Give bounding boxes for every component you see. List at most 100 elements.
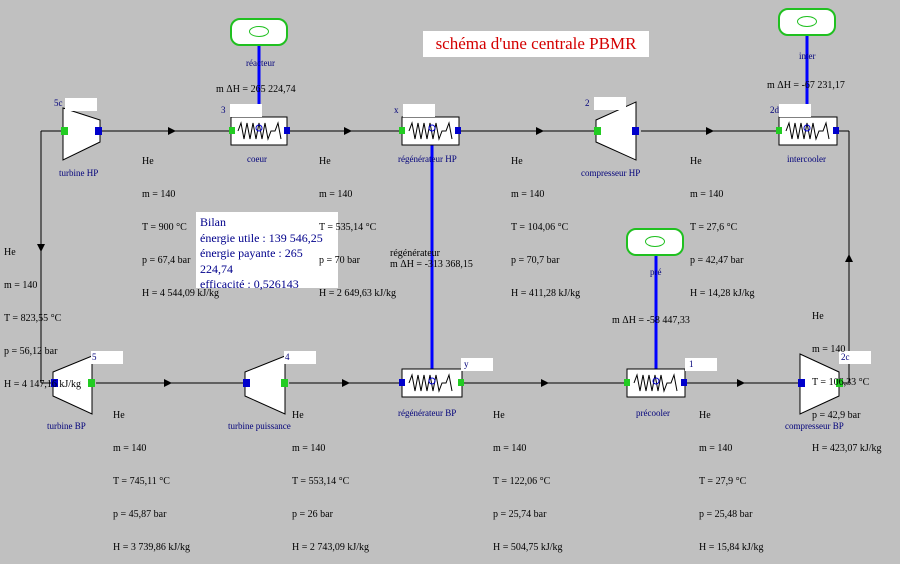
node-2: 2 (585, 98, 590, 108)
state-H: H = 4 147,16 kJ/kg (4, 379, 82, 390)
state-T: T = 823,55 °C (4, 313, 62, 324)
heat-regenerateur: m ΔH = -313 368,15 (390, 259, 473, 270)
label-pre: pré (650, 267, 662, 277)
label-compresseur-bp: compresseur BP (785, 421, 844, 431)
state-turbine-hp-out: He m = 140 T = 900 °C p = 67,4 bar H = 4… (142, 134, 219, 310)
state-fluid: He (113, 410, 125, 421)
heat-exchanger-precooler[interactable] (624, 368, 687, 398)
state-T: T = 106,33 °C (812, 377, 870, 388)
label-regenerateur-bp: régénérateur BP (398, 408, 457, 418)
label-precooler: précooler (636, 408, 670, 418)
state-turbine-bp-out: He m = 140 T = 745,11 °C p = 45,87 bar H… (113, 388, 190, 564)
node-2d: 2d (770, 105, 779, 115)
cycle-diagram (37, 22, 871, 415)
bilan-energie-utile: énergie utile : 139 546,25 (200, 230, 323, 245)
state-turbine-p-out: He m = 140 T = 553,14 °C p = 26 bar H = … (292, 388, 369, 564)
state-mass: m = 140 (319, 189, 353, 200)
bilan-energie-payante: énergie payante : 265 224,74 (200, 246, 303, 276)
turbine-hp[interactable] (61, 107, 102, 161)
state-mass: m = 140 (4, 280, 38, 291)
state-comp-hp-in: He m = 140 T = 27,6 °C p = 42,47 bar H =… (690, 134, 755, 310)
node-4: 4 (285, 352, 290, 362)
state-fluid: He (292, 410, 304, 421)
node-5c: 5c (54, 98, 63, 108)
state-H: H = 411,28 kJ/kg (511, 288, 581, 299)
state-fluid: He (142, 156, 154, 167)
turbine-bp[interactable] (51, 355, 95, 415)
state-T: T = 745,11 °C (113, 476, 170, 487)
state-p: p = 67,4 bar (142, 255, 191, 266)
state-mass: m = 140 (812, 344, 846, 355)
pre-sink[interactable] (626, 228, 684, 256)
compresseur-bp[interactable] (798, 353, 843, 415)
state-T: T = 104,06 °C (511, 222, 569, 233)
heat-exchanger-intercooler[interactable] (776, 116, 839, 146)
node-3: 3 (221, 105, 226, 115)
bilan-heading: Bilan (200, 215, 226, 229)
state-H: H = 15,84 kJ/kg (699, 542, 764, 553)
state-fluid: He (493, 410, 505, 421)
bilan-efficacite: efficacité : 0,526143 (200, 277, 299, 291)
state-mass: m = 140 (493, 443, 527, 454)
state-fluid: He (4, 247, 16, 258)
turbine-puissance[interactable] (243, 355, 288, 415)
label-turbine-hp: turbine HP (59, 168, 99, 178)
state-H: H = 3 739,86 kJ/kg (113, 542, 191, 553)
state-H: H = 2 649,63 kJ/kg (319, 288, 397, 299)
label-turbine-puissance: turbine puissance (228, 421, 291, 431)
state-left: He m = 140 T = 823,55 °C p = 56,12 bar H… (4, 225, 81, 401)
state-H: H = 4 544,09 kJ/kg (142, 288, 220, 299)
state-mass: m = 140 (690, 189, 724, 200)
reacteur-source[interactable] (230, 18, 288, 46)
node-x: x (394, 105, 399, 115)
state-H: H = 504,75 kJ/kg (493, 542, 563, 553)
heat-inter: m ΔH = -67 231,17 (767, 80, 845, 91)
state-T: T = 122,06 °C (493, 476, 551, 487)
state-regen-hp-in: He m = 140 T = 104,06 °C p = 70,7 bar H … (511, 134, 580, 310)
state-p: p = 42,9 bar (812, 410, 861, 421)
state-mass: m = 140 (142, 189, 176, 200)
node-2c: 2c (841, 352, 850, 362)
state-p: p = 25,74 bar (493, 509, 547, 520)
inter-sink[interactable] (778, 8, 836, 36)
state-fluid: He (319, 156, 331, 167)
heat-regenerateur-label: régénérateur (390, 248, 440, 259)
state-p: p = 70,7 bar (511, 255, 560, 266)
page-title: schéma d'une centrale PBMR (435, 34, 637, 53)
label-regenerateur-hp: régénérateur HP (398, 154, 457, 164)
state-T: T = 27,6 °C (690, 222, 738, 233)
title-box: schéma d'une centrale PBMR (423, 31, 649, 57)
state-p: p = 70 bar (319, 255, 360, 266)
label-reacteur: réacteur (246, 58, 275, 68)
state-p: p = 25,48 bar (699, 509, 753, 520)
heat-exchanger-coeur[interactable] (229, 116, 290, 146)
state-pre-out: He m = 140 T = 27,9 °C p = 25,48 bar H =… (699, 388, 764, 564)
compresseur-hp[interactable] (594, 101, 639, 161)
heat-pre: m ΔH = -58 447,33 (612, 315, 690, 326)
state-mass: m = 140 (113, 443, 147, 454)
state-T: T = 27,9 °C (699, 476, 747, 487)
state-coeur-in: He m = 140 T = 535,14 °C p = 70 bar H = … (319, 134, 396, 310)
state-fluid: He (812, 311, 824, 322)
state-T: T = 553,14 °C (292, 476, 350, 487)
heat-reacteur: m ΔH = 265 224,74 (216, 84, 296, 95)
state-p: p = 42,47 bar (690, 255, 744, 266)
state-fluid: He (699, 410, 711, 421)
node-5: 5 (92, 352, 97, 362)
state-p: p = 56,12 bar (4, 346, 58, 357)
heat-exchanger-regenerateur-hp[interactable] (399, 116, 461, 146)
state-H: H = 2 743,09 kJ/kg (292, 542, 370, 553)
bilan-panel: Bilan énergie utile : 139 546,25 énergie… (196, 212, 338, 291)
label-compresseur-hp: compresseur HP (581, 168, 641, 178)
state-regen-bp-out: He m = 140 T = 122,06 °C p = 25,74 bar H… (493, 388, 563, 564)
state-fluid: He (511, 156, 523, 167)
node-1: 1 (689, 359, 694, 369)
state-mass: m = 140 (511, 189, 545, 200)
label-coeur: coeur (247, 154, 267, 164)
heat-exchanger-regenerateur-bp[interactable] (399, 368, 464, 398)
state-right: He m = 140 T = 106,33 °C p = 42,9 bar H … (812, 289, 882, 465)
state-mass: m = 140 (292, 443, 326, 454)
state-p: p = 26 bar (292, 509, 333, 520)
label-intercooler: intercooler (787, 154, 826, 164)
label-inter: inter (799, 51, 816, 61)
